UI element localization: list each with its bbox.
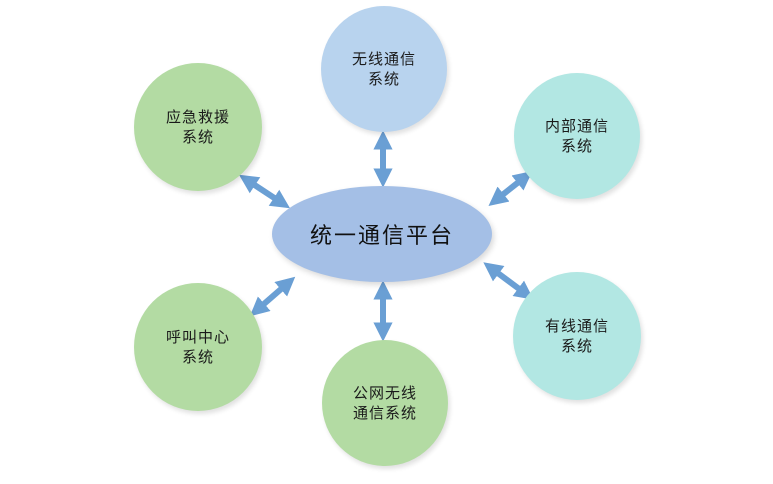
double-arrow-upper-right (488, 171, 533, 206)
double-arrow-upper-left (238, 174, 291, 209)
double-arrow-lower-right (483, 262, 534, 300)
public-wireless-node: 公网无线 通信系统 (322, 340, 448, 466)
call-center-node: 呼叫中心 系统 (134, 283, 262, 411)
unified-platform-ellipse: 统一通信平台 (272, 186, 492, 282)
public-wireless-label: 公网无线 通信系统 (352, 384, 417, 422)
wireless-communication-node: 无线通信 系统 (321, 6, 447, 132)
emergency-rescue-label: 应急救援 系统 (165, 108, 230, 146)
internal-communication-node: 内部通信 系统 (514, 73, 640, 199)
wireless-communication-label: 无线通信 系统 (351, 50, 416, 88)
internal-communication-label: 内部通信 系统 (544, 117, 609, 155)
wired-communication-node: 有线通信 系统 (513, 272, 641, 400)
emergency-rescue-node: 应急救援 系统 (134, 63, 262, 191)
unified-platform-label: 统一通信平台 (309, 224, 454, 249)
double-arrow-lower-left (249, 276, 296, 317)
call-center-label: 呼叫中心 系统 (165, 328, 230, 366)
wired-communication-label: 有线通信 系统 (544, 317, 609, 355)
